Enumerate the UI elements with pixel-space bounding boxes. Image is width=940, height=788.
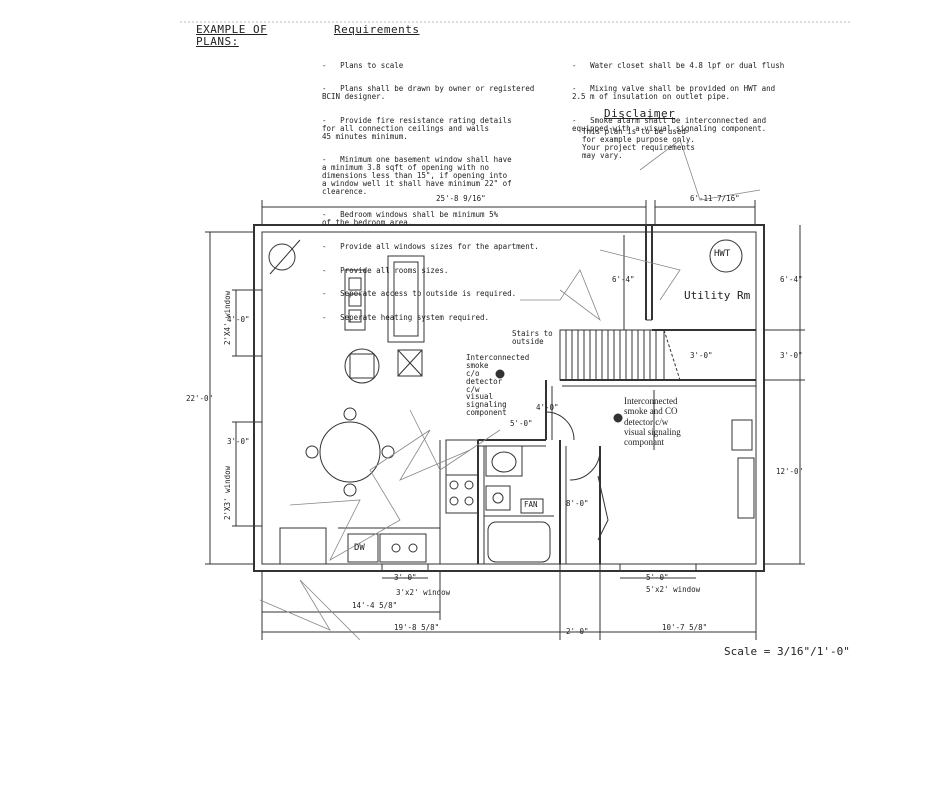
- requirement-item: - Plans to scale: [322, 60, 404, 70]
- dim-stair-inner: 3'-0": [690, 351, 713, 360]
- dim-right-mid: 3'-0": [780, 351, 803, 360]
- window-left-2: [253, 421, 263, 527]
- requirement-item: - Provide all windows sizes for the apar…: [322, 241, 539, 251]
- inner-wall: [261, 231, 757, 565]
- door-arc-hall: [545, 411, 575, 441]
- smoke-detector-left: [495, 369, 505, 379]
- window-bottom-a: [381, 563, 429, 572]
- hwt-label: HWT: [714, 249, 731, 259]
- dim-hall-c: 8'-0": [566, 499, 589, 508]
- fan-label: FAN: [524, 500, 538, 509]
- scribble-traces: [259, 139, 761, 641]
- dim-bottom-window-b: 5'-0": [646, 573, 669, 582]
- stairs: [559, 329, 665, 381]
- bathtub: [487, 521, 551, 563]
- dim-bottom-4: 10'-7 5/8": [662, 623, 708, 632]
- dim-utility-inner: 6'-4": [612, 275, 635, 284]
- dim-left-height: 22'-0": [186, 394, 214, 403]
- requirement-item: - Provide fire resistance rating details…: [322, 115, 512, 141]
- dishwasher: [347, 533, 379, 563]
- chair: [344, 269, 366, 331]
- toilet-tank: [485, 445, 523, 477]
- window-left-1: [253, 289, 263, 357]
- ceiling-fan: [268, 243, 296, 271]
- disclaimer-text: This plan is to be used for example purp…: [582, 127, 695, 160]
- requirement-item: - Smoke alarm shall be interconnected an…: [572, 115, 767, 133]
- dim-right-top: 6'-4": [780, 275, 803, 284]
- fridge: [279, 527, 327, 565]
- example-title-line2: PLANS:: [196, 35, 239, 48]
- dim-right-bottom: 12'-0": [776, 467, 804, 476]
- fan-box: [520, 498, 544, 514]
- sofa: [387, 255, 425, 343]
- stairs-label: Stairs to outside: [512, 329, 553, 346]
- requirement-item: - Water closet shall be 4.8 lpf or dual …: [572, 60, 785, 70]
- door-arc-bath: [569, 449, 601, 481]
- window-bottom-b: [619, 563, 697, 572]
- bath-sink: [485, 485, 511, 511]
- dim-hall-a: 4'-0": [536, 403, 559, 412]
- stove: [445, 474, 479, 514]
- dim-top-width: 25'-8 9/16": [436, 194, 486, 203]
- dim-bottom-3: 2'-0": [566, 627, 589, 636]
- dim-bottom-1: 14'-4 5/8": [352, 601, 398, 610]
- hwt-tank: [709, 239, 743, 273]
- window-bottom-a-label: 3'x2' window: [396, 588, 451, 597]
- window-left-1-label: 2'X4' window: [223, 290, 232, 345]
- window-left-2-label: 2'X3' window: [223, 465, 232, 520]
- requirements-list-right: - Water closet shall be 4.8 lpf or dual …: [572, 46, 784, 141]
- requirements-title: Requirements: [334, 23, 420, 36]
- scale-label: Scale = 3/16"/1'-0": [724, 645, 850, 658]
- requirement-item: - Seperate heating system required.: [322, 312, 490, 322]
- requirements-list: - Plans to scale - Plans shall be drawn …: [322, 46, 562, 330]
- dim-window-left-top: 4'-0": [227, 315, 250, 324]
- dim-hall-b: 5'-0": [510, 419, 533, 428]
- dim-bottom-window-a: 3'-0": [394, 573, 417, 582]
- smoke-detector-right: [613, 413, 623, 423]
- armchair: [344, 348, 380, 384]
- requirement-item: - Seperate access to outside is required…: [322, 289, 517, 299]
- kitchen-sink: [379, 533, 427, 563]
- requirement-item: - Bedroom windows shall be minimum 5% of…: [322, 210, 499, 228]
- example-title-line1: EXAMPLE OF: [196, 23, 268, 36]
- requirement-item: - Plans shall be drawn by owner or regis…: [322, 84, 535, 102]
- window-bottom-b-label: 5'x2' window: [646, 585, 701, 594]
- dining-table: [319, 421, 381, 483]
- outer-wall: [253, 224, 765, 572]
- dishwasher-label: DW: [354, 543, 365, 553]
- disclaimer-title: Disclaimer: [604, 107, 676, 120]
- smoke-detector-right-label: Interconnected smoke and CO detector c/w…: [624, 396, 681, 448]
- utility-room-label: Utility Rm: [684, 289, 751, 302]
- requirement-item: - Minimum one basement window shall have…: [322, 155, 512, 196]
- dim-top-right: 6'-11 7/16": [690, 194, 740, 203]
- toilet-bowl: [491, 451, 517, 473]
- dim-bottom-2: 19'-8 5/8": [394, 623, 440, 632]
- stair-treads: [565, 330, 657, 380]
- side-table: [397, 349, 423, 377]
- requirement-item: - Mixing valve shall be provided on HWT …: [572, 84, 776, 102]
- requirement-item: - Provide all rooms sizes.: [322, 265, 449, 275]
- smoke-detector-left-label: Interconnected smoke c/o detector c/w vi…: [466, 353, 530, 418]
- dim-window-left-bottom: 3'-0": [227, 437, 250, 446]
